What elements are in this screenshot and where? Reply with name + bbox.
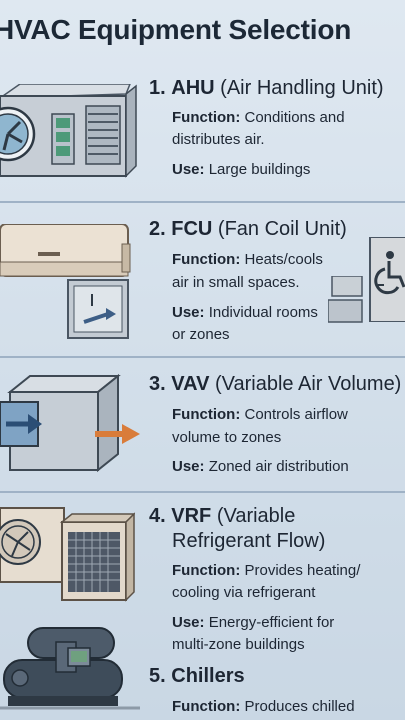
vav-function-label: Function: xyxy=(172,406,241,423)
ahu-use-text: Large buildings xyxy=(208,161,311,178)
ahu-unit-icon xyxy=(0,84,137,178)
vrf-name: VRF xyxy=(171,505,212,527)
fcu-wall-unit-icon xyxy=(0,224,131,339)
vav-function-text: Controls airflow xyxy=(244,406,348,423)
vav-function-text-2: volume to zones xyxy=(172,429,282,446)
chillers-number: 5. xyxy=(149,665,166,687)
fcu-function-label: Function: xyxy=(172,251,241,268)
ahu-expansion: (Air Handling Unit) xyxy=(220,77,384,99)
divider xyxy=(0,491,405,493)
fcu-function-text-2: air in small spaces. xyxy=(172,274,300,291)
fcu-use-label: Use: xyxy=(172,304,205,321)
ahu-function-text-2: distributes air. xyxy=(172,131,265,148)
ahu-number: 1. xyxy=(149,77,166,99)
chillers-function-text: Produces chilled xyxy=(244,698,355,715)
vrf-function-label: Function: xyxy=(172,562,241,579)
vrf-use-label: Use: xyxy=(172,614,205,631)
vrf-expansion: (Variable xyxy=(216,505,296,527)
page-title: HVAC Equipment Selection xyxy=(0,14,352,45)
vrf-use-text: Energy-efficient for xyxy=(208,614,335,631)
vrf-outdoor-units-icon xyxy=(0,507,135,602)
fcu-use-text-2: or zones xyxy=(172,326,230,343)
vrf-function-text-2: cooling via refrigerant xyxy=(172,584,316,601)
vav-expansion: (Variable Air Volume) xyxy=(214,373,402,395)
ahu-function-label: Function: xyxy=(172,109,241,126)
divider xyxy=(0,356,405,358)
accessibility-sign-icon xyxy=(369,237,405,322)
fcu-number: 2. xyxy=(149,218,166,240)
divider xyxy=(0,201,405,203)
fcu-expansion: (Fan Coil Unit) xyxy=(217,218,347,240)
vrf-expansion-2: Refrigerant Flow) xyxy=(172,530,326,552)
chiller-icon xyxy=(0,627,140,710)
ahu-use-label: Use: xyxy=(172,161,205,178)
vav-name: VAV xyxy=(171,373,210,395)
thermostat-icon xyxy=(328,276,363,323)
vav-box-icon xyxy=(0,373,140,473)
vav-number: 3. xyxy=(149,373,166,395)
ahu-function-text: Conditions and xyxy=(244,109,345,126)
fcu-name: FCU xyxy=(171,218,213,240)
vav-use-text: Zoned air distribution xyxy=(208,458,349,475)
vrf-use-text-2: multi-zone buildings xyxy=(172,636,305,653)
vrf-number: 4. xyxy=(149,505,166,527)
vav-use-label: Use: xyxy=(172,458,205,475)
vrf-function-text: Provides heating/ xyxy=(244,562,361,579)
fcu-use-text: Individual rooms xyxy=(208,304,318,321)
fcu-function-text: Heats/cools xyxy=(244,251,323,268)
chillers-function-label: Function: xyxy=(172,698,241,715)
chillers-name: Chillers xyxy=(171,665,245,687)
ahu-name: AHU xyxy=(171,77,215,99)
